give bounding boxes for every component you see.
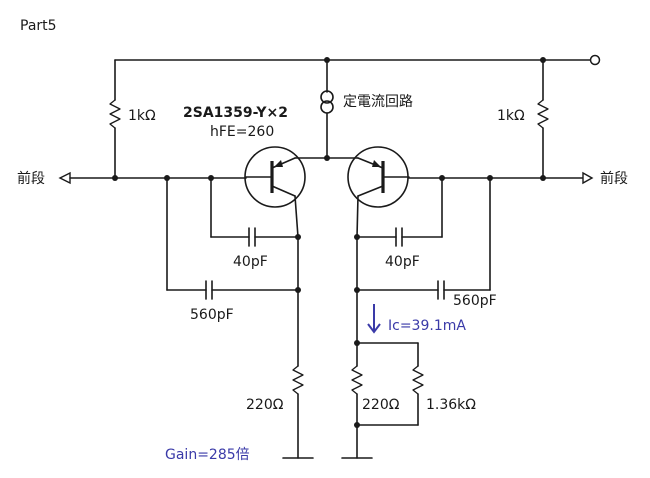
left-560pf-label: 560pF (190, 307, 234, 323)
page-title: Part5 (20, 18, 57, 34)
right-resistor-network (341, 236, 424, 459)
emitter-junction (294, 155, 359, 161)
left-560pf-capacitor (166, 177, 301, 300)
gain-label: Gain=285倍 (165, 447, 250, 463)
left-220-label: 220Ω (246, 397, 284, 413)
right-output-label: 前段 (600, 170, 628, 187)
left-220-resistor (282, 236, 314, 459)
right-parallel-resistor-label: 1.36kΩ (426, 397, 476, 413)
left-load-resistor (109, 59, 121, 179)
transistor-hfe-label: hFE=260 (210, 124, 274, 140)
left-transistor-icon (244, 146, 306, 238)
right-load-resistor (537, 59, 549, 179)
left-input-line (58, 171, 247, 185)
right-output-line (408, 171, 594, 185)
right-40pf-label: 40pF (385, 254, 420, 270)
left-40pf-label: 40pF (233, 254, 268, 270)
current-source-icon (320, 59, 334, 159)
collector-current-label: Ic=39.1mA (388, 318, 466, 334)
right-560pf-capacitor (354, 177, 491, 300)
current-arrow-icon (367, 304, 381, 334)
right-40pf-capacitor (354, 177, 443, 247)
left-40pf-capacitor (210, 177, 301, 247)
left-input-label: 前段 (17, 170, 45, 187)
left-load-resistor-label: 1kΩ (128, 108, 156, 124)
right-560pf-label: 560pF (453, 293, 497, 309)
supply-terminal (589, 54, 601, 66)
transistor-part-label: 2SA1359-Y×2 (183, 105, 288, 121)
right-load-resistor-label: 1kΩ (497, 108, 525, 124)
right-transistor-icon (347, 146, 410, 238)
current-source-label: 定電流回路 (343, 94, 413, 110)
supply-rail (114, 54, 601, 66)
right-220-label: 220Ω (362, 397, 400, 413)
